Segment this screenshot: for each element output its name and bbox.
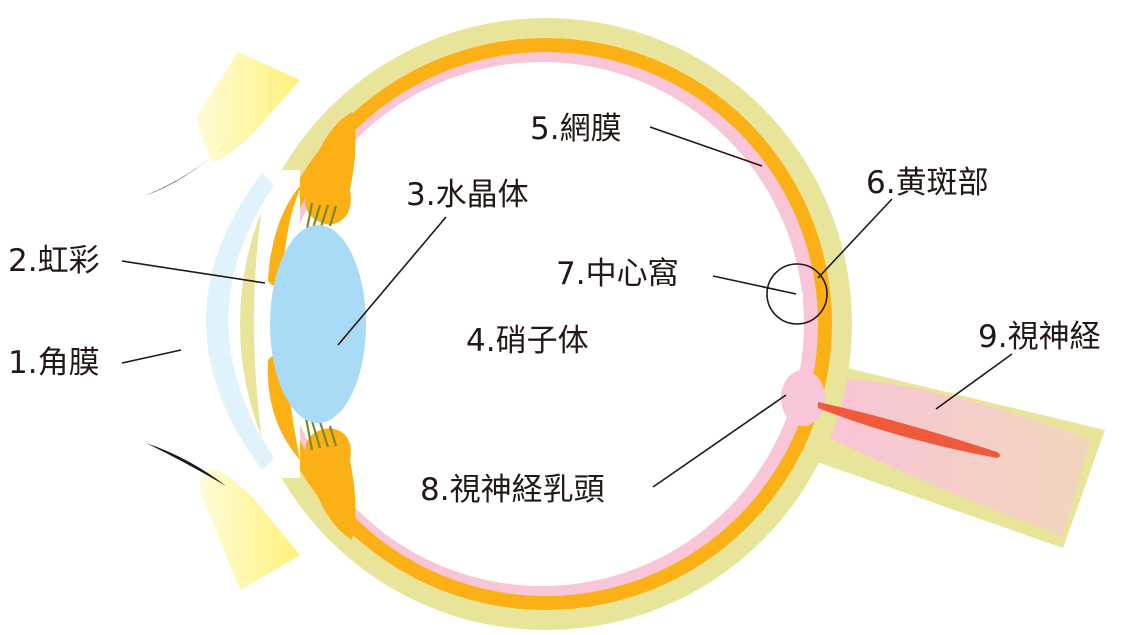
fovea-pit — [796, 286, 803, 304]
leader-optic-disc — [652, 394, 787, 488]
leader-macula — [817, 198, 893, 279]
ciliary-body-lower — [305, 428, 356, 540]
cornea — [206, 173, 274, 470]
macula-circle — [766, 263, 828, 325]
label-macula: 6.黄斑部 — [866, 165, 989, 201]
leader-cornea — [121, 349, 182, 364]
label-cornea: 1.角膜 — [8, 345, 100, 381]
label-optic-disc: 8.視神経乳頭 — [420, 472, 605, 508]
eyelid-lower — [199, 468, 300, 590]
ciliary-body-upper — [305, 112, 356, 225]
iris-upper — [268, 180, 305, 286]
label-lens: 3.水晶体 — [406, 177, 529, 213]
vitreous-body — [280, 62, 804, 586]
optic-disc-bulge — [781, 370, 825, 426]
iris-lower — [267, 355, 300, 460]
eyelid-upper — [195, 52, 300, 162]
leader-iris — [121, 260, 266, 284]
leader-retina — [649, 126, 763, 167]
label-vitreous: 4.硝子体 — [466, 323, 589, 359]
label-optic-nerve: 9.視神経 — [978, 319, 1101, 355]
leader-lens — [337, 216, 447, 346]
leader-fovea — [712, 275, 797, 295]
label-iris: 2.虹彩 — [8, 243, 100, 279]
label-retina: 5.網膜 — [530, 111, 622, 147]
leader-optic-nerve — [935, 353, 1013, 410]
nerve-vessel — [818, 402, 1000, 458]
lens — [270, 225, 366, 423]
label-fovea: 7.中心窩 — [556, 256, 679, 292]
